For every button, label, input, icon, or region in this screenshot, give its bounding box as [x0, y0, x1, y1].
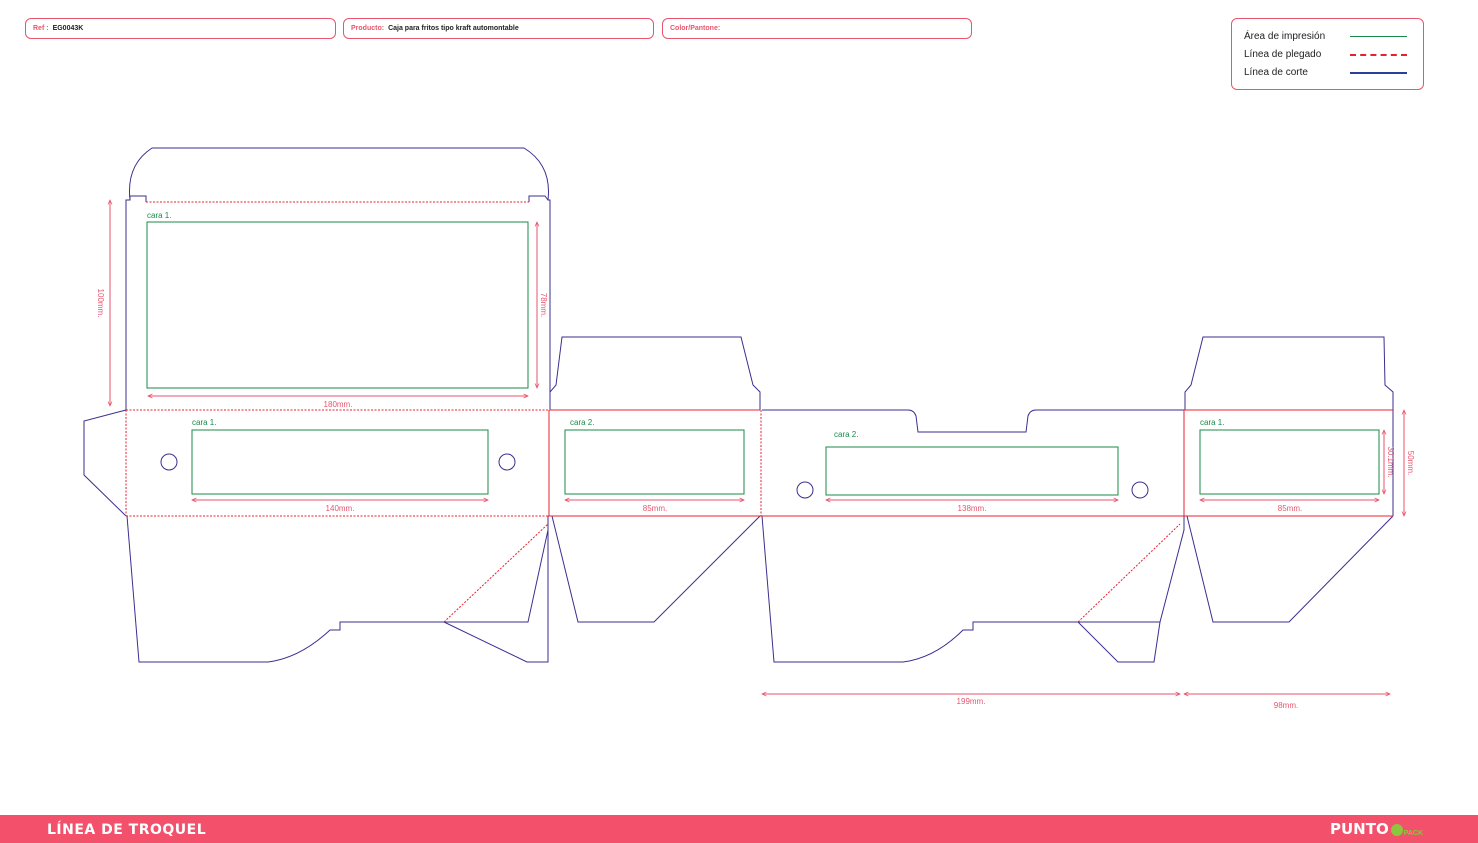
dim-label-85a: 85mm. [643, 504, 667, 513]
bottom-flap-2 [761, 515, 1185, 663]
dim-label-180: 180mm. [324, 400, 353, 409]
bottom-flap-2-tab [1077, 621, 1161, 663]
legend-label-fold-line: Línea de plegado [1244, 48, 1322, 60]
legend-swatch-cut-line [1350, 72, 1407, 74]
dimension-lines [110, 200, 1404, 694]
color-field: Color/Pantone: [662, 18, 972, 39]
legend-label-print-area: Área de impresión [1244, 30, 1326, 42]
print-area-panel-2 [564, 429, 745, 495]
dust-flap-bottom-2 [1186, 515, 1394, 623]
legend-swatch-print-area [1350, 36, 1407, 37]
face-label-panel-1: cara 1. [192, 418, 216, 427]
print-area-panel-4 [1199, 429, 1380, 495]
bottom-flap-1 [126, 515, 549, 663]
legend-item-fold-line: Línea de plegado [1244, 46, 1321, 62]
dust-flap-top-1 [549, 336, 761, 410]
producto-value: Caja para fritos tipo kraft automontable [388, 25, 519, 32]
glue-flap [83, 409, 127, 517]
hole-4 [1131, 481, 1149, 499]
logo-main-text: PUNTO [1330, 820, 1389, 838]
dim-label-50: 50mm. [1406, 451, 1415, 475]
hole-2 [498, 453, 516, 471]
color-label: Color/Pantone: [670, 25, 721, 32]
dim-label-138: 138mm. [958, 504, 987, 513]
ref-value: EG0043K [52, 25, 84, 32]
dieline-diagram: cara 1. cara 1. cara 2. cara 2. cara 1. … [83, 147, 1415, 710]
dim-label-140: 140mm. [326, 504, 355, 513]
cut-lines [83, 147, 1394, 663]
producto-field: Producto: Caja para fritos tipo kraft au… [343, 18, 654, 39]
ref-field: Ref : EG0043K [25, 18, 336, 39]
legend-label-cut-line: Línea de corte [1244, 66, 1308, 78]
legend-swatch-fold-line [1350, 54, 1407, 56]
print-areas [146, 221, 1380, 496]
face-label-lid: cara 1. [147, 211, 171, 220]
dim-label-98: 98mm. [1274, 701, 1298, 710]
fold-lines [125, 201, 1393, 623]
fold-diagonal-2 [1077, 523, 1181, 623]
dim-label-30: 30.1mm. [1386, 446, 1395, 477]
hole-3 [796, 481, 814, 499]
legend-item-print-area: Área de impresión [1244, 28, 1325, 44]
dim-label-78: 78mm. [539, 293, 548, 317]
ref-label: Ref : [33, 25, 49, 32]
print-area-panel-1 [191, 429, 489, 495]
footer-title: LÍNEA DE TROQUEL [47, 822, 207, 838]
print-area-panel-3 [825, 446, 1119, 496]
dim-label-199: 199mm. [957, 697, 986, 706]
lid-tab-right [528, 195, 550, 202]
legend: Área de impresión Línea de plegado Línea… [1231, 18, 1424, 90]
producto-label: Producto: [351, 25, 385, 32]
dust-flap-bottom-1 [551, 515, 761, 623]
footer-bar: LÍNEA DE TROQUEL PUNTO PACK [0, 815, 1478, 843]
dim-label-100: 100mm. [96, 289, 105, 318]
print-area-lid [146, 221, 529, 389]
brand-logo: PUNTO PACK [1330, 820, 1423, 838]
hole-1 [160, 453, 178, 471]
face-label-panel-3: cara 2. [834, 430, 858, 439]
logo-mark-icon [1390, 824, 1403, 836]
dim-label-85b: 85mm. [1278, 504, 1302, 513]
face-label-panel-2: cara 2. [570, 418, 594, 427]
lid-tab-left [126, 195, 147, 202]
front-top-edge [762, 409, 1184, 433]
logo-sub-text: PACK [1403, 830, 1424, 837]
fold-diagonal-1 [443, 523, 549, 623]
dust-flap-top-2 [1184, 336, 1394, 410]
lid-flap-outline [125, 147, 551, 410]
legend-item-cut-line: Línea de corte [1244, 64, 1308, 80]
face-label-panel-4: cara 1. [1200, 418, 1224, 427]
